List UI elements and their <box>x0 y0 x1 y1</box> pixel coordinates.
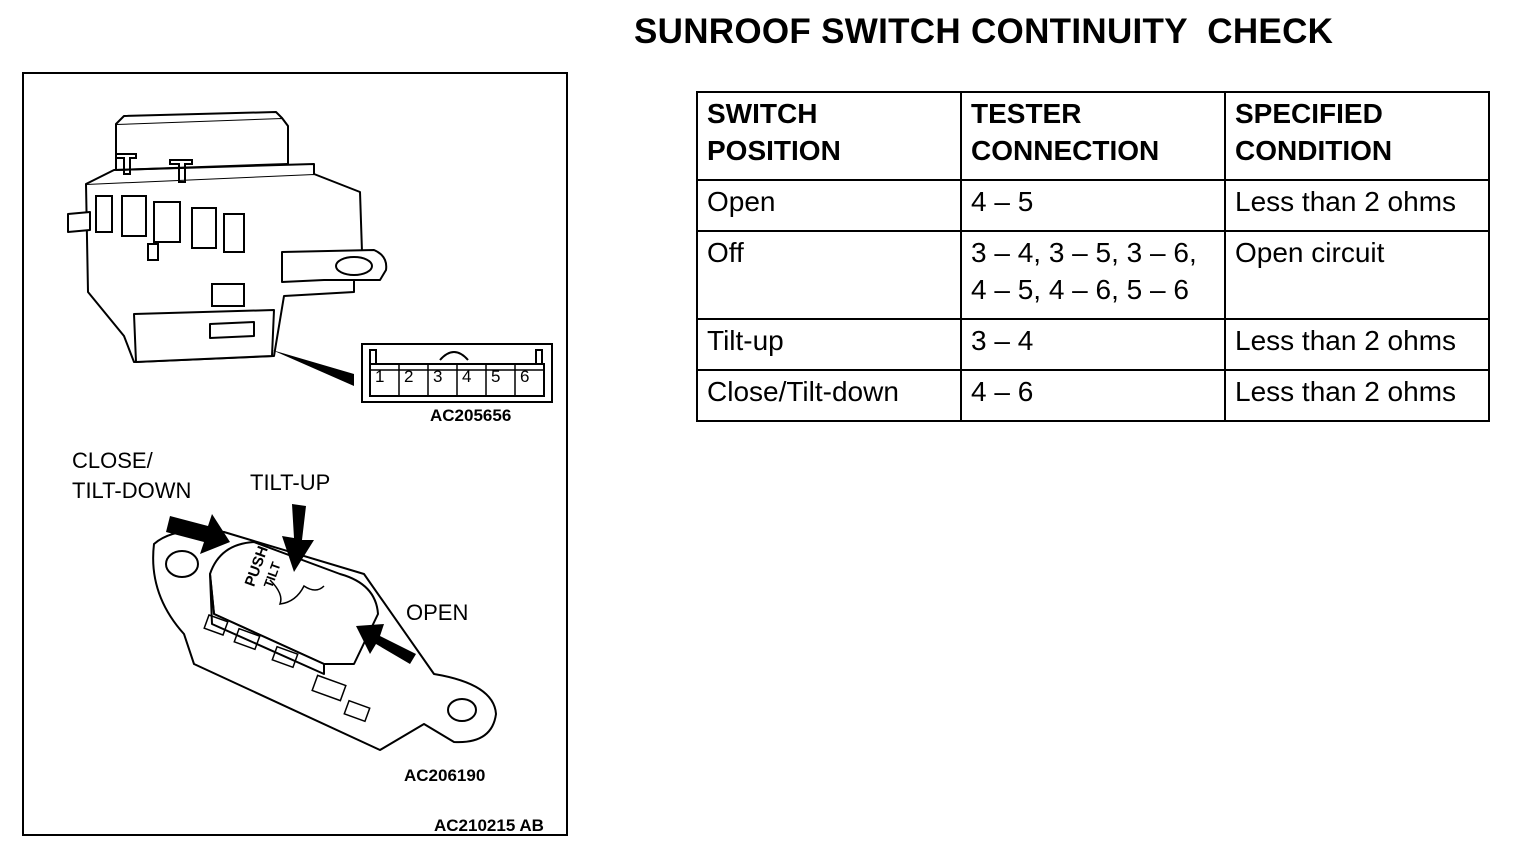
header-tester-connection: TESTER CONNECTION <box>960 91 1226 181</box>
label-close: CLOSE/ <box>72 448 153 473</box>
cell-condition: Less than 2 ohms <box>1224 318 1490 371</box>
header-specified-condition: SPECIFIED CONDITION <box>1224 91 1490 181</box>
cell-connection: 4 – 5 <box>960 179 1226 232</box>
cell-connection: 3 – 4, 3 – 5, 3 – 6, 4 – 5, 4 – 6, 5 – 6 <box>960 230 1226 320</box>
table-row: Tilt-up 3 – 4 Less than 2 ohms <box>696 318 1490 371</box>
header-switch-position: SWITCH POSITION <box>696 91 962 181</box>
pin-5: 5 <box>491 367 501 386</box>
switch-illustration: PUSH TILT <box>67 111 553 751</box>
pin-6: 6 <box>520 367 530 386</box>
connection-line: 3 – 4, 3 – 5, 3 – 6, <box>971 237 1197 268</box>
figure-code-top: AC205656 <box>430 406 512 425</box>
figure-code-bottom: AC206190 <box>404 766 486 785</box>
cell-position: Tilt-up <box>696 318 962 371</box>
pin-1: 1 <box>375 367 385 386</box>
cell-position: Close/Tilt-down <box>696 369 962 422</box>
table-row: Close/Tilt-down 4 – 6 Less than 2 ohms <box>696 369 1490 422</box>
header-line: SPECIFIED <box>1235 98 1383 129</box>
continuity-table: SWITCH POSITION TESTER CONNECTION SPECIFIE… <box>696 91 1490 422</box>
pin-2: 2 <box>404 367 414 386</box>
header-line: POSITION <box>707 135 841 166</box>
connection-line: 4 – 5, 4 – 6, 5 – 6 <box>971 274 1189 305</box>
label-tilt-up: TILT-UP <box>250 470 331 495</box>
cell-connection: 3 – 4 <box>960 318 1226 371</box>
header-line: TESTER <box>971 98 1082 129</box>
cell-connection: 4 – 6 <box>960 369 1226 422</box>
page-title: SUNROOF SWITCH CONTINUITY CHECK <box>634 12 1334 51</box>
switch-figure: PUSH TILT 1 2 3 4 5 6 AC205656 CLOSE/ TI… <box>22 72 568 836</box>
table-row: Off 3 – 4, 3 – 5, 3 – 6, 4 – 5, 4 – 6, 5 … <box>696 230 1490 320</box>
table-header-row: SWITCH POSITION TESTER CONNECTION SPECIFIE… <box>696 91 1490 181</box>
header-line: CONNECTION <box>971 135 1160 166</box>
cell-condition: Less than 2 ohms <box>1224 179 1490 232</box>
pin-4: 4 <box>462 367 472 386</box>
switch-top-view <box>152 529 497 751</box>
cell-position: Open <box>696 179 962 232</box>
header-line: CONDITION <box>1235 135 1393 166</box>
figure-code-frame: AC210215 AB <box>434 816 544 835</box>
label-tilt-down: TILT-DOWN <box>72 478 192 503</box>
tilt-up-arrow-icon <box>282 504 314 572</box>
cell-position: Off <box>696 230 962 320</box>
close-arrow-icon <box>166 514 230 554</box>
pin-3: 3 <box>433 367 443 386</box>
header-line: SWITCH <box>707 98 818 129</box>
label-open: OPEN <box>406 600 469 625</box>
cell-condition: Open circuit <box>1224 230 1490 320</box>
leader-arrow-shape <box>272 350 354 386</box>
cell-condition: Less than 2 ohms <box>1224 369 1490 422</box>
table-row: Open 4 – 5 Less than 2 ohms <box>696 179 1490 232</box>
open-arrow-icon <box>356 624 416 664</box>
